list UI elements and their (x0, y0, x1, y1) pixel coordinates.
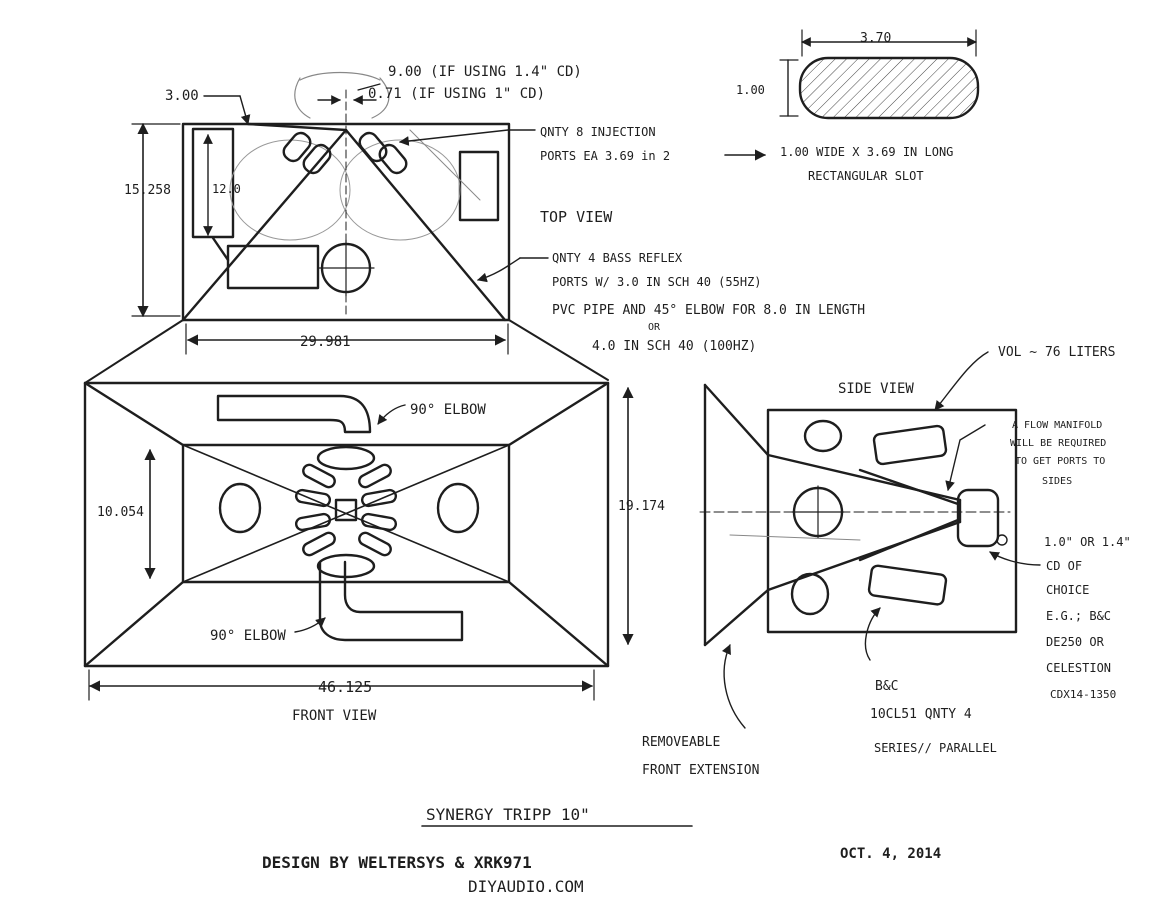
compression-driver (956, 488, 1000, 548)
front-elbow-bottom-label: 90° ELBOW (210, 628, 286, 644)
slot-note-1: 1.00 WIDE X 3.69 IN LONG (780, 145, 953, 159)
injection-note-2: PORTS EA 3.69 in 2 (540, 149, 670, 163)
site-credit: DIYAUDIO.COM (468, 877, 584, 896)
top-view-port-edge (211, 236, 230, 262)
front-elbow-top-label: 90° ELBOW (410, 402, 486, 418)
top-dim-width: 29.981 (300, 334, 351, 350)
manifold-note-2: WILL BE REQUIRED (1010, 438, 1106, 449)
manifold-note-4: SIDES (1042, 476, 1072, 487)
injection-note-1: QNTY 8 INJECTION (540, 125, 656, 139)
side-view-label: SIDE VIEW (838, 381, 914, 397)
front-port-top (316, 445, 376, 471)
front-view (83, 319, 634, 701)
cd-note-2: CD OF (1046, 559, 1082, 573)
top-dim-cd1: 0.71 (IF USING 1" CD) (368, 86, 545, 102)
bass-note-1: QNTY 4 BASS REFLEX (552, 251, 683, 265)
bass-note-3: PVC PIPE AND 45° ELBOW FOR 8.0 IN LENGTH (552, 303, 865, 318)
front-view-outer-box (83, 381, 610, 668)
bass-note-or: OR (648, 322, 661, 333)
slot-note-2: RECTANGULAR SLOT (808, 169, 924, 183)
side-woofer-bottom (867, 564, 948, 606)
cd-note-1: 1.0" OR 1.4" (1044, 535, 1131, 549)
top-view-box (181, 122, 511, 322)
top-dim-cd14: 9.00 (IF USING 1.4" CD) (388, 64, 582, 80)
slot-height-dim: 1.00 (736, 83, 765, 97)
front-port-right (436, 482, 480, 534)
extension-note-1: REMOVEABLE (642, 735, 720, 750)
bass-note-2: PORTS W/ 3.0 IN SCH 40 (55HZ) (552, 275, 762, 289)
front-view-label: FRONT VIEW (292, 708, 377, 724)
slot-width-dim: 3.70 (860, 31, 891, 46)
front-elbow-bottom (318, 560, 464, 642)
front-dim-inner-height: 10.054 (97, 505, 144, 520)
side-woofer-top (872, 424, 948, 466)
injection-port-1 (282, 131, 312, 163)
cd-note-7: CDX14-1350 (1050, 688, 1116, 701)
cd-note-5: DE250 OR (1046, 635, 1105, 649)
cd-note-3: CHOICE (1046, 583, 1089, 597)
front-dim-width: 46.125 (318, 678, 372, 696)
side-upper-port (803, 419, 843, 453)
volume-note: VOL ~ 76 LITERS (998, 345, 1115, 360)
cd-note-6: CELESTION (1046, 661, 1111, 675)
front-throat (334, 498, 358, 522)
front-dim-height: 19.174 (618, 499, 665, 514)
woofer-note-2: 10CL51 QNTY 4 (870, 707, 972, 722)
side-view-box (766, 408, 1018, 634)
extension-note-2: FRONT EXTENSION (642, 763, 759, 778)
labels: 9.00 (IF USING 1.4" CD) 0.71 (IF USING 1… (97, 31, 1131, 896)
top-view-label: TOP VIEW (540, 208, 613, 226)
injection-port-2 (302, 143, 332, 175)
manifold-note-1: A FLOW MANIFOLD (1012, 420, 1102, 431)
front-port-left (218, 482, 262, 534)
top-dim-height: 15.258 (124, 183, 171, 198)
top-dim-300: 3.00 (165, 88, 199, 104)
woofer-note-1: B&C (875, 679, 898, 694)
front-port-bottom (316, 553, 376, 579)
bass-note-4: 4.0 IN SCH 40 (100HZ) (592, 339, 756, 354)
top-view (131, 71, 767, 355)
design-credit: DESIGN BY WELTERSYS & XRK971 (262, 853, 532, 872)
slot-detail (779, 29, 980, 120)
sketch-date: OCT. 4, 2014 (840, 846, 941, 862)
rectangular-slot (798, 56, 980, 120)
manifold-note-3: TO GET PORTS TO (1015, 456, 1105, 467)
cd-note-4: E.G.; B&C (1046, 609, 1111, 623)
top-dim-inner: 12.0 (212, 182, 241, 196)
injection-port-4 (378, 143, 408, 175)
side-view (699, 351, 1041, 729)
side-lower-port (790, 572, 830, 616)
woofer-note-3: SERIES// PARALLEL (874, 741, 997, 755)
sketch-title: SYNERGY TRIPP 10" (426, 805, 590, 824)
front-elbow-top (216, 394, 372, 434)
